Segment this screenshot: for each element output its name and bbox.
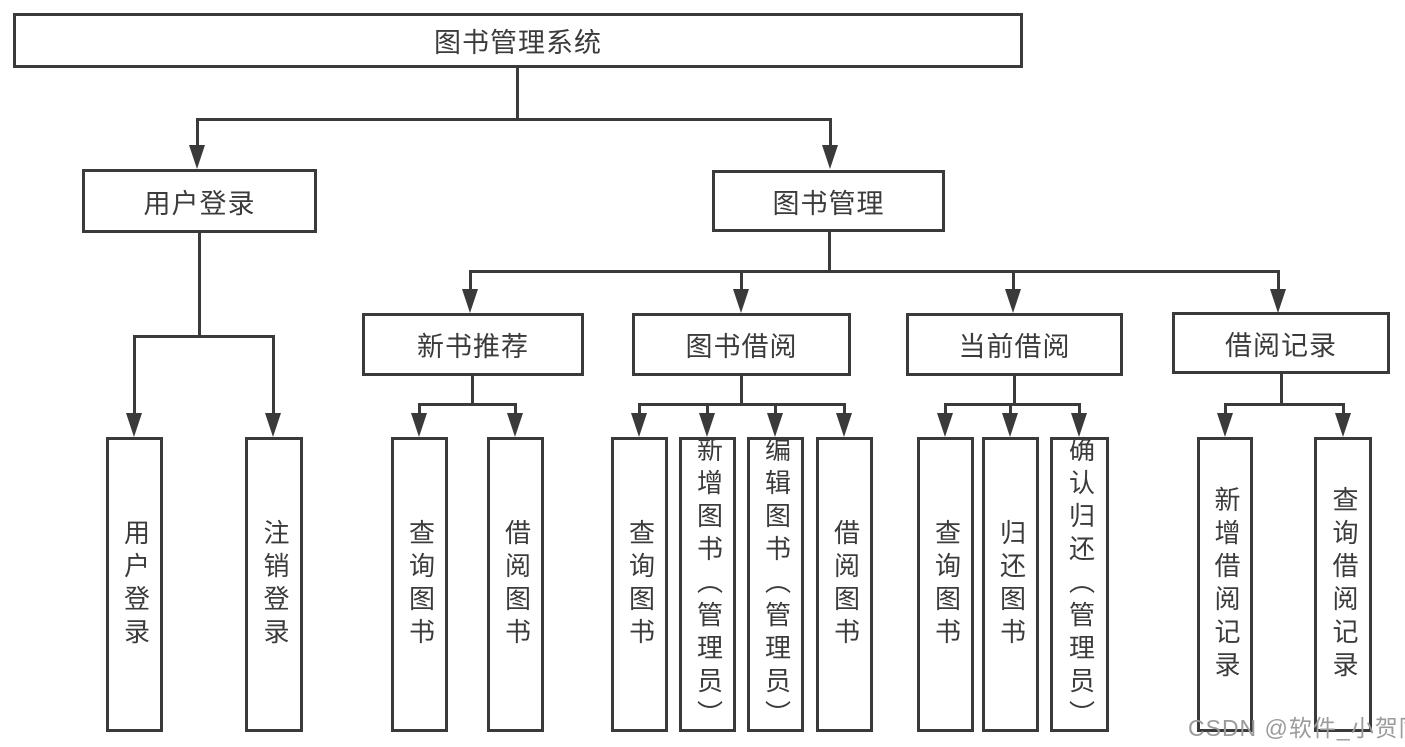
leaf-label: 查询图书 <box>625 518 656 651</box>
leaf-label: 查询图书 <box>931 518 962 651</box>
connector-vline <box>133 335 136 417</box>
leaf-borrow-books: 借阅图书 <box>816 437 873 732</box>
node-user-login: 用户登录 <box>82 169 317 233</box>
leaf-query-books-recommend: 查询图书 <box>391 437 448 732</box>
connector-hline <box>418 403 517 406</box>
leaf-label: 新增图书（管理员） <box>693 436 724 733</box>
connector-vline <box>774 403 777 415</box>
arrowhead-down-icon <box>1217 413 1233 437</box>
leaf-label: 查询借阅记录 <box>1328 485 1359 684</box>
leaf-label: 新增借阅记录 <box>1210 485 1241 684</box>
connector-vline <box>1224 403 1227 415</box>
leaf-return-books: 归还图书 <box>982 437 1039 732</box>
connector-vline <box>706 403 709 415</box>
connector-vline <box>1277 270 1280 292</box>
leaf-label: 用户登录 <box>120 518 151 651</box>
connector-vline <box>514 403 517 415</box>
leaf-label: 注销登录 <box>259 518 290 651</box>
arrowhead-down-icon <box>1270 289 1286 313</box>
arrowhead-down-icon <box>507 413 523 437</box>
leaf-logout: 注销登录 <box>245 437 303 732</box>
node-new-book-recommendation: 新书推荐 <box>362 313 584 376</box>
leaf-query-books-borrow: 查询图书 <box>611 437 668 732</box>
connector-hline <box>133 335 275 338</box>
csdn-watermark: CSDN @软件_小贺同学 <box>1188 715 1405 741</box>
arrowhead-down-icon <box>1002 413 1018 437</box>
node-label: 图书借阅 <box>685 332 798 362</box>
leaf-label: 借阅图书 <box>830 518 861 651</box>
leaf-confirm-return-admin: 确认归还（管理员） <box>1050 436 1109 733</box>
connector-vline <box>471 374 474 405</box>
node-label: 图书管理 <box>772 188 885 219</box>
connector-vline <box>198 232 201 337</box>
node-label: 用户登录 <box>143 188 256 219</box>
leaf-query-borrow-record: 查询借阅记录 <box>1314 437 1372 732</box>
connector-vline <box>272 335 275 417</box>
connector-vline <box>418 403 421 415</box>
arrowhead-down-icon <box>411 413 427 437</box>
connector-vline <box>944 403 947 415</box>
leaf-label: 归还图书 <box>996 518 1027 651</box>
leaf-add-borrow-record: 新增借阅记录 <box>1197 437 1253 732</box>
arrowhead-down-icon <box>462 289 478 313</box>
connector-vline <box>1280 373 1283 405</box>
arrowhead-down-icon <box>189 145 205 169</box>
connector-vline <box>196 118 199 148</box>
connector-vline <box>843 403 846 415</box>
arrowhead-down-icon <box>1335 413 1351 437</box>
connector-vline <box>740 270 743 292</box>
leaf-borrow-books-recommend: 借阅图书 <box>487 437 544 732</box>
connector-hline <box>638 403 846 406</box>
arrowhead-down-icon <box>1071 413 1087 437</box>
connector-hline <box>1224 403 1344 406</box>
connector-vline <box>1342 403 1345 415</box>
connector-vline <box>469 270 472 292</box>
leaf-label: 确认归还（管理员） <box>1065 436 1096 733</box>
connector-vline <box>829 118 832 148</box>
connector-hline <box>469 270 1279 273</box>
leaf-edit-books-admin: 编辑图书（管理员） <box>747 436 804 733</box>
leaf-label: 编辑图书（管理员） <box>761 436 792 733</box>
connector-vline <box>1013 374 1016 405</box>
node-label: 借阅记录 <box>1225 330 1337 361</box>
leaf-label: 查询图书 <box>405 518 436 651</box>
connector-vline <box>516 68 519 121</box>
connector-vline <box>638 403 641 415</box>
node-book-management: 图书管理 <box>712 170 945 232</box>
arrowhead-down-icon <box>1005 289 1021 313</box>
arrowhead-down-icon <box>631 413 647 437</box>
connector-vline <box>828 231 831 272</box>
leaf-label: 借阅图书 <box>501 518 532 651</box>
connector-hline <box>196 118 832 121</box>
connector-vline <box>1009 403 1012 415</box>
connector-vline <box>1012 270 1015 292</box>
leaf-user-login: 用户登录 <box>106 437 163 732</box>
connector-hline <box>944 403 1081 406</box>
arrowhead-down-icon <box>937 413 953 437</box>
arrowhead-down-icon <box>126 413 142 437</box>
arrowhead-down-icon <box>767 413 783 437</box>
node-borrowing-records: 借阅记录 <box>1172 312 1390 374</box>
arrowhead-down-icon <box>699 413 715 437</box>
node-label: 当前借阅 <box>958 332 1071 362</box>
arrowhead-down-icon <box>733 289 749 313</box>
node-book-borrowing: 图书借阅 <box>632 313 851 376</box>
leaf-add-books-admin: 新增图书（管理员） <box>679 436 736 733</box>
node-current-borrowing: 当前借阅 <box>906 313 1123 376</box>
node-library-management-system: 图书管理系统 <box>13 13 1023 68</box>
node-label: 新书推荐 <box>417 332 529 362</box>
connector-vline <box>740 374 743 405</box>
arrowhead-down-icon <box>822 145 838 169</box>
arrowhead-down-icon <box>265 413 281 437</box>
connector-vline <box>1078 403 1081 415</box>
arrowhead-down-icon <box>836 413 852 437</box>
node-label: 图书管理系统 <box>434 28 602 58</box>
leaf-query-books-current: 查询图书 <box>917 437 974 732</box>
